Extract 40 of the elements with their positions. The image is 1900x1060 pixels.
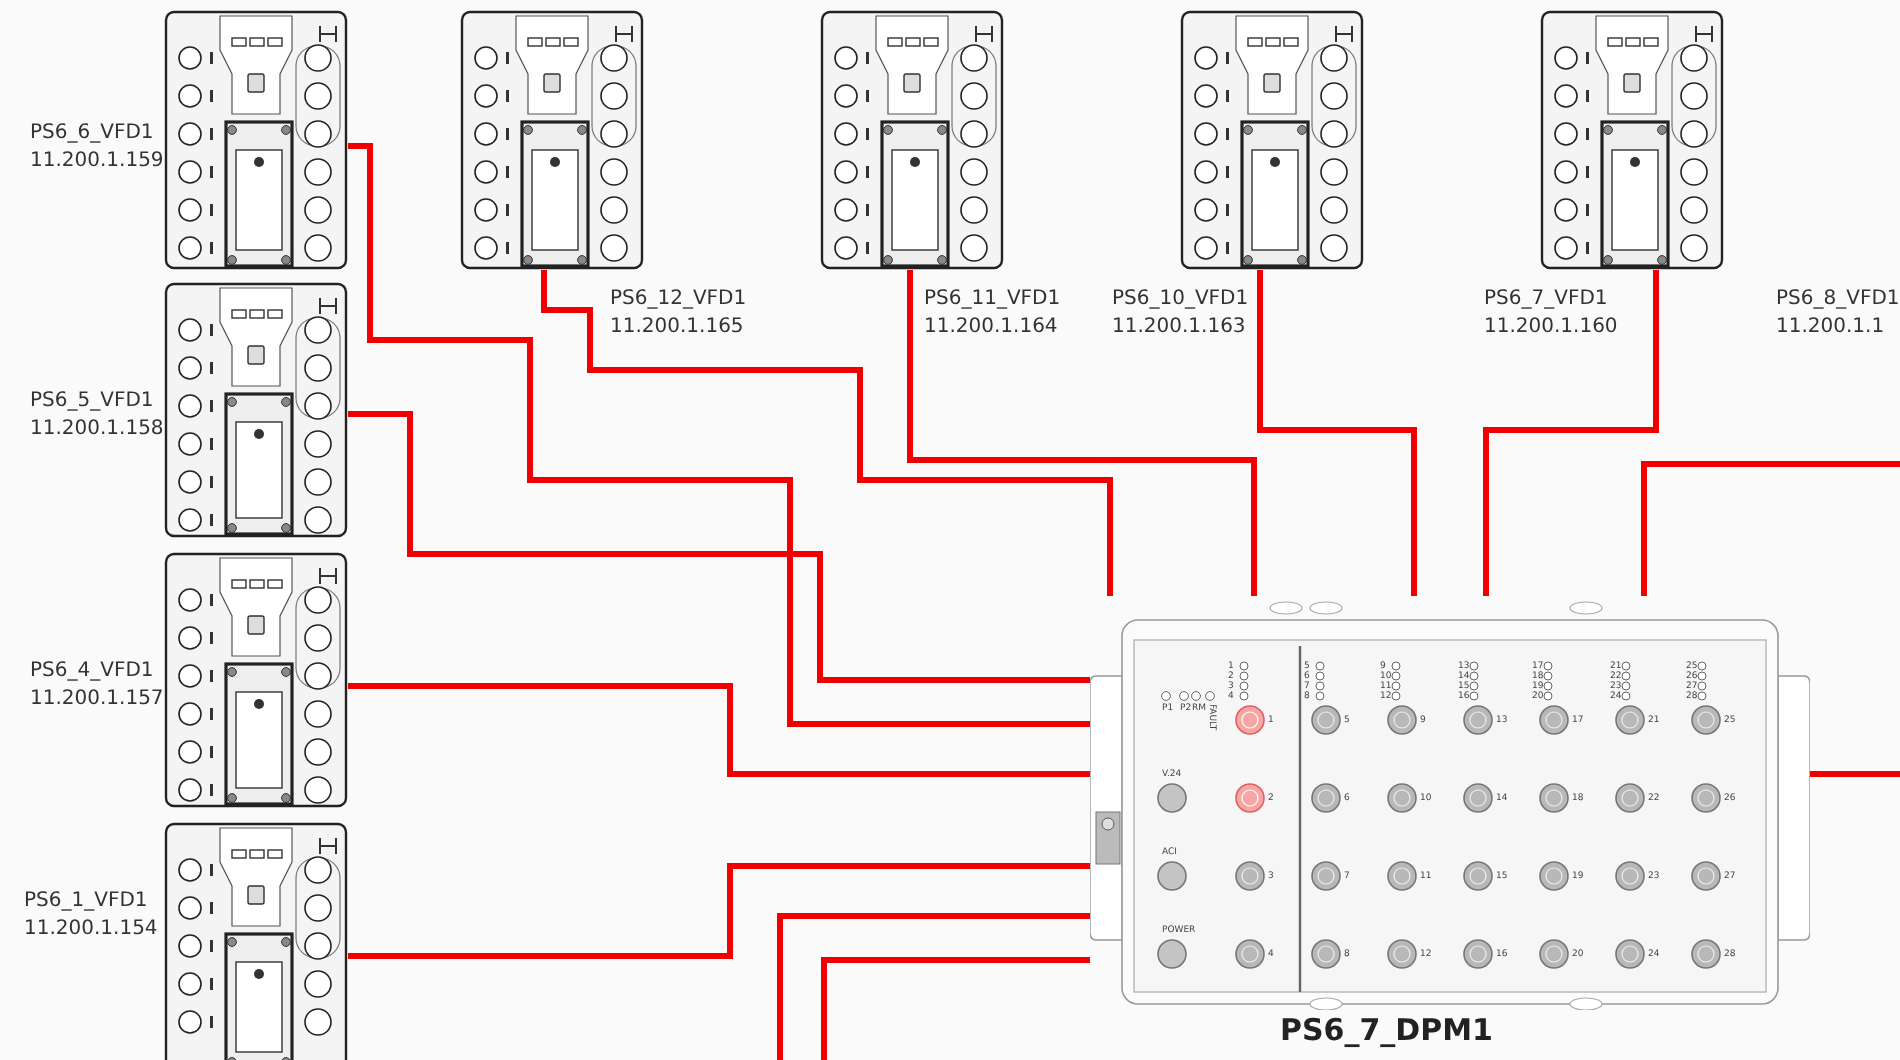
device-address-label: PS6_5_VFD1 <box>30 388 154 416</box>
network-cable <box>907 270 1257 596</box>
network-cable <box>1483 270 1659 596</box>
network-cable <box>777 913 1090 1060</box>
network-cable <box>348 143 1090 727</box>
network-cable <box>821 957 1090 1060</box>
device-address-label: 11.200.1.165 <box>610 314 744 342</box>
drive-drawing <box>820 10 1004 270</box>
device-address-label: 11.200.1.160 <box>1484 314 1618 342</box>
device-name: PS6_7_DPM1 <box>1280 1010 1493 1050</box>
device-address-label: PS6_7_VFD1 <box>1484 286 1608 314</box>
network-cable <box>1810 771 1900 777</box>
drive-drawing <box>164 552 348 808</box>
drive-drawing <box>1540 10 1724 270</box>
drive-drawing <box>460 10 644 270</box>
device-address-label: 11.200.1.154 <box>24 916 158 944</box>
device-address-label: 11.200.1.1 <box>1776 314 1885 342</box>
drive-drawing <box>164 822 348 1060</box>
device-address-label: 11.200.1.163 <box>1112 314 1246 342</box>
device-address-label: PS6_1_VFD1 <box>24 888 148 916</box>
device-address-label: PS6_11_VFD1 <box>924 286 1061 314</box>
device-address-label: PS6_12_VFD1 <box>610 286 747 314</box>
device-address-label: 11.200.1.158 <box>30 416 164 444</box>
network-cable <box>348 411 1090 683</box>
device-address-label: PS6_6_VFD1 <box>30 120 154 148</box>
device-address-label: PS6_8_VFD1 <box>1776 286 1900 314</box>
device-address-label: PS6_4_VFD1 <box>30 658 154 686</box>
io-switch-drawing <box>1090 596 1810 1010</box>
device-address-label: 11.200.1.157 <box>30 686 164 714</box>
drive-drawing <box>1180 10 1364 270</box>
network-cable <box>541 270 1113 596</box>
drive-drawing <box>164 10 348 270</box>
network-cable <box>348 863 1090 959</box>
device-address-label: 11.200.1.164 <box>924 314 1058 342</box>
network-cable <box>348 683 1090 777</box>
drive-drawing <box>164 282 348 538</box>
network-cable <box>1257 270 1417 596</box>
network-cable <box>1641 461 1900 596</box>
device-address-label: PS6_10_VFD1 <box>1112 286 1249 314</box>
device-address-label: 11.200.1.159 <box>30 148 164 176</box>
